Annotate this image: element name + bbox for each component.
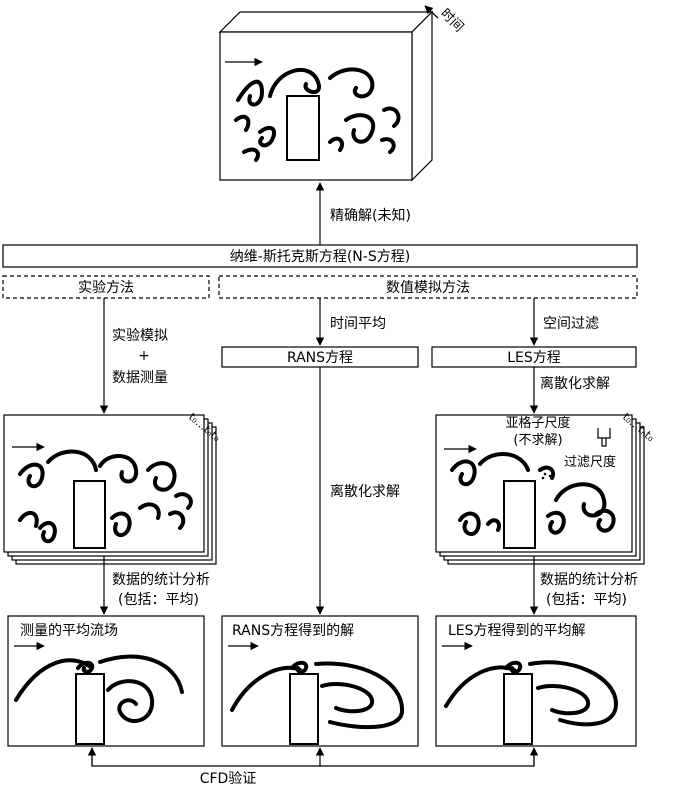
les-mean-solution-panel	[435, 615, 637, 747]
stats-right-line1: 数据的统计分析	[540, 572, 638, 588]
experiment-simulation-label: 实验模拟	[112, 328, 168, 344]
rans-solution-label: RANS方程得到的解	[232, 622, 354, 639]
stats-left-line2: (包括：平均)	[118, 592, 199, 608]
les-discretize-label: 离散化求解	[540, 375, 610, 392]
rans-equation-label: RANS方程	[287, 350, 353, 366]
subgrid-scale-label: 亚格子尺度	[505, 415, 570, 431]
les-frames	[435, 414, 645, 565]
measured-mean-field-label: 测量的平均流场	[20, 623, 118, 639]
time-label: 时间	[437, 6, 466, 35]
cfd-validation-label: CFD验证	[200, 771, 257, 787]
discretize-solve-label: 离散化求解	[330, 483, 400, 500]
time-average-label: 时间平均	[330, 316, 386, 332]
experimental-method-label: 实验方法	[78, 280, 134, 296]
stats-right-line2: (包括：平均)	[546, 592, 627, 608]
les-equation-label: LES方程	[507, 350, 561, 366]
numerical-method-label: 数值模拟方法	[386, 280, 470, 296]
experimental-method-box	[2, 275, 210, 299]
ns-equation-label: 纳维-斯托克斯方程(N-S方程)	[230, 249, 410, 265]
filter-scale-label: 过滤尺度	[564, 454, 616, 470]
plus-label: +	[138, 348, 150, 364]
filter-scale-icon	[597, 428, 611, 447]
exact-solution-label: 精确解(未知)	[330, 207, 411, 224]
cfd-label-bg	[183, 768, 273, 788]
experiment-frames	[3, 414, 217, 565]
exact-solution-panel	[218, 10, 434, 182]
cfd-connector	[91, 748, 535, 767]
les-mean-solution-label: LES方程得到的平均解	[448, 622, 586, 639]
numerical-method-box	[218, 275, 638, 299]
rans-solution-panel	[221, 615, 419, 747]
not-solved-label: (不求解)	[513, 433, 562, 448]
stats-left-line1: 数据的统计分析	[112, 572, 210, 588]
measured-mean-field-panel	[7, 615, 205, 747]
ns-equation-box	[2, 244, 638, 268]
data-measurement-label: 数据测量	[112, 370, 168, 386]
spatial-filter-label: 空间过滤	[543, 316, 599, 332]
